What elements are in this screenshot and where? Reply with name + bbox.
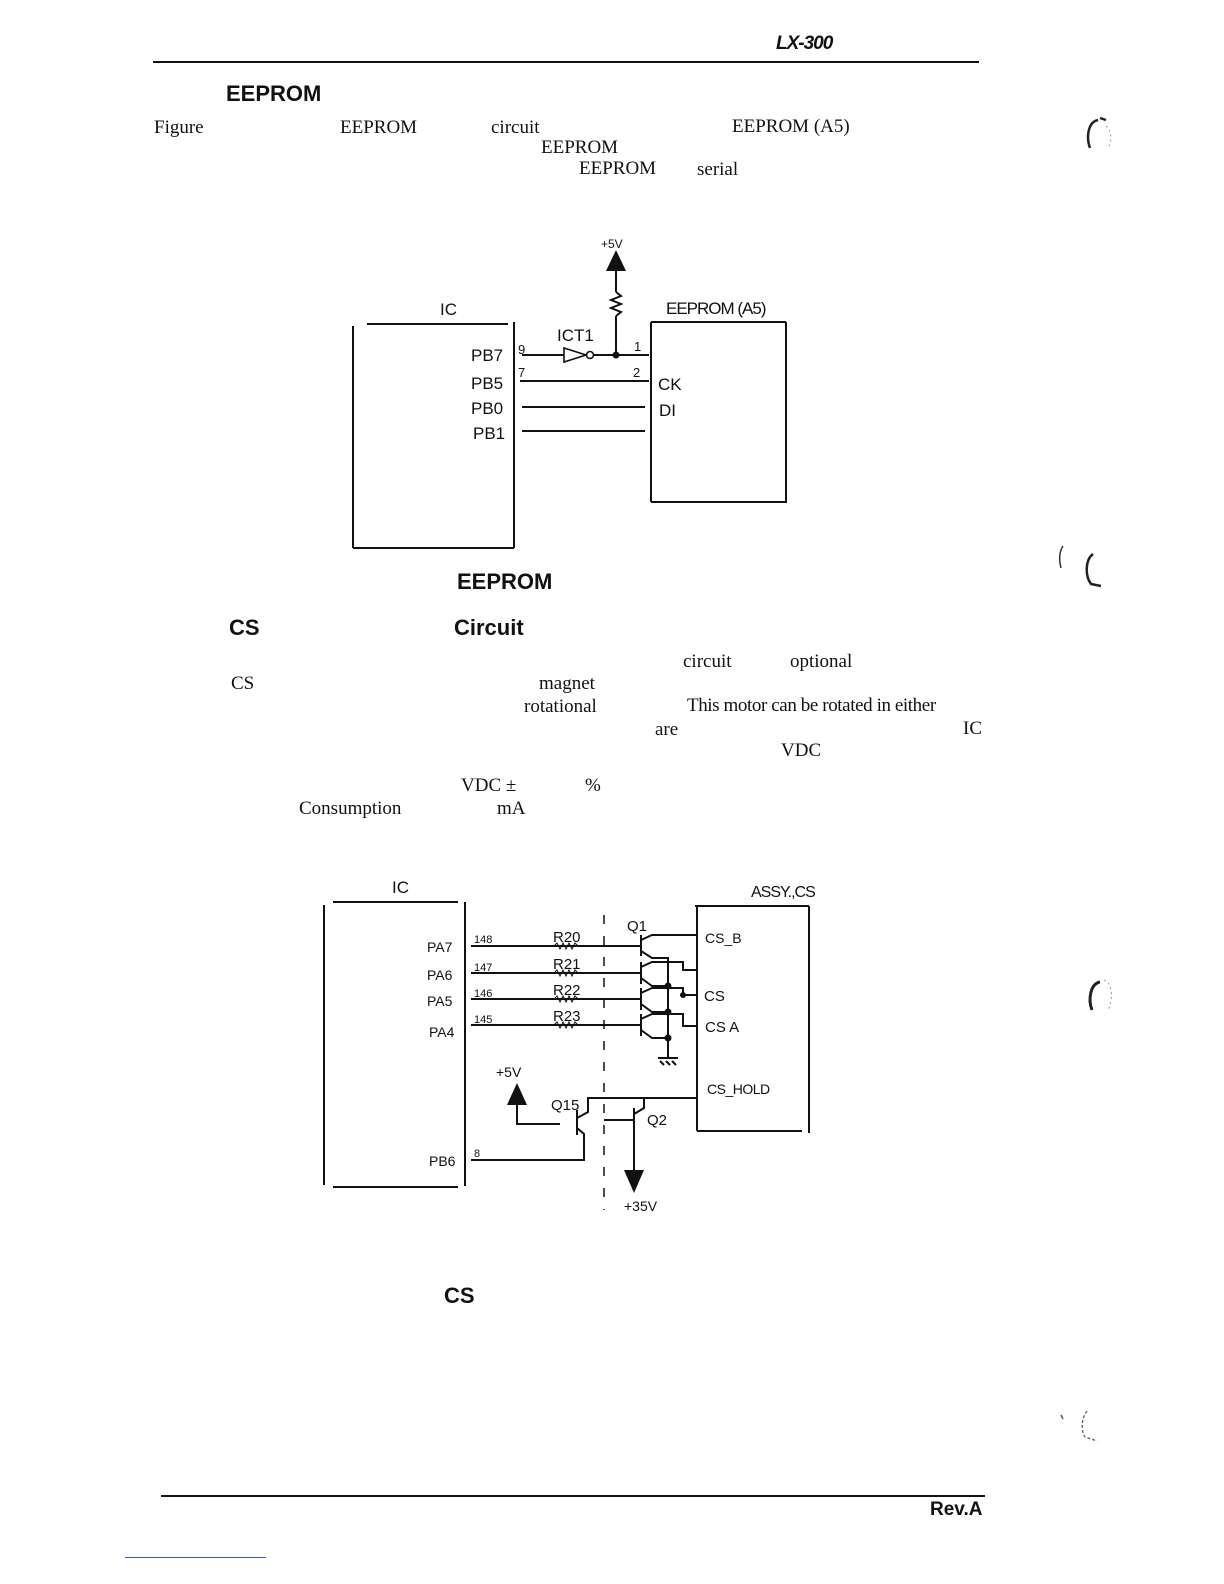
cs-text-cs: CS [231,673,255,694]
fig2-pin-pa4: PA4 [429,1024,455,1040]
cs-text-ic: IC [963,718,982,739]
fig2-resistor-r22: R22 [553,982,581,999]
binding-hole-icon [1088,979,1112,1011]
fig2-resistor-r21: R21 [553,956,581,973]
eeprom-text-figure: Figure [154,117,204,138]
fig2-pin-pb6: PB6 [429,1153,456,1169]
fig2-resistor-r20: R20 [553,929,581,946]
cs-spec-consumption: Consumption [299,798,402,819]
section-heading-eeprom: EEPROM [226,81,322,106]
arrow-down-icon [624,1170,644,1193]
footer-rule [161,1495,985,1497]
section-heading-circuit: Circuit [454,615,524,640]
eeprom-text-a5: EEPROM (A5) [732,116,850,137]
cs-text-magnet: magnet [539,673,595,694]
fig1-pinnum-1: 1 [634,339,641,354]
fig1-pinnum-2: 2 [633,365,640,380]
fig2-v35-label: +35V [624,1198,658,1214]
cs-text-rotated: This motor can be rotated in either [687,695,936,716]
fig2-pinnum-8: 8 [474,1148,480,1160]
cs-text-circuit: circuit [683,651,732,672]
fig2-pin-pa7: PA7 [427,939,453,955]
binding-hole-icon [1086,116,1112,149]
fig2-pinnum-146: 146 [474,988,492,1000]
eeprom-text-eeprom: EEPROM [340,117,418,138]
cs-text-are: are [655,719,679,740]
fig1-eeprom-pin-ck: CK [658,375,682,394]
fig1-pin-pb5: PB5 [471,374,503,393]
fig2-cs-pin-csa: CS A [705,1019,739,1036]
arrow-up-icon [507,1083,527,1105]
fig1-pinnum-9: 9 [518,342,525,357]
fig2-assy-label: ASSY.,CS [751,884,815,901]
fig2-pinnum-148: 148 [474,934,492,946]
fig1-eeprom-label: EEPROM (A5) [666,299,766,318]
fig2-transistor-q2: Q2 [647,1112,667,1129]
section-heading-cs: CS [229,615,260,640]
fig2-pinnum-145: 145 [474,1014,492,1026]
fig2-resistor-r23: R23 [553,1008,581,1025]
fig2-caption: CS [444,1283,475,1308]
footer-rev: Rev.A [930,1499,983,1520]
eeprom-text-circuit: circuit [491,117,540,138]
binding-hole-icon [1060,1410,1098,1442]
fig2-cs-pin-cs: CS [704,988,725,1005]
eeprom-text-eeprom-2: EEPROM [541,137,619,158]
cs-circuit-diagram: IC ASSY.,CS PA7 PA6 PA5 PA4 PB6 148 147 … [323,878,816,1214]
arrow-up-icon [606,250,626,271]
eeprom-text-serial: serial [697,159,739,180]
fig1-v5-label: +5V [601,237,623,251]
cs-spec-ma: mA [497,798,526,819]
fig2-cs-pin-csb: CS_B [705,930,742,946]
fig1-ict1-label: ICT1 [557,326,594,345]
fig2-cs-pin-cshold: CS_HOLD [707,1081,770,1097]
fig1-pin-pb7: PB7 [471,346,503,365]
header-model: LX-300 [776,33,833,54]
cs-spec-vdc: VDC ± [461,775,517,796]
fig2-pin-pa6: PA6 [427,967,453,983]
fig1-pin-pb1: PB1 [473,424,505,443]
fig2-pin-pa5: PA5 [427,993,453,1009]
fig1-ic-label: IC [440,300,457,319]
fig2-transistor-q1: Q1 [627,918,647,935]
header-rule [153,61,979,63]
fig2-ic-label: IC [392,878,409,897]
cs-text-vdc: VDC [781,740,822,761]
eeprom-text-eeprom-3: EEPROM [579,158,657,179]
fig1-pinnum-7: 7 [518,365,525,380]
binding-hole-icon [1058,545,1102,588]
cs-spec-percent: % [585,775,601,796]
fig2-transistor-q15: Q15 [551,1097,579,1114]
cs-text-rotational: rotational [524,696,597,717]
eeprom-circuit-diagram: +5V IC EEPROM (A5) ICT1 PB7 PB5 PB0 PB1 … [352,237,787,549]
fig2-v5-label: +5V [496,1064,522,1080]
fig1-caption: EEPROM [457,569,553,594]
fig2-pinnum-147: 147 [474,962,492,974]
footer-link-underline [125,1557,266,1558]
fig1-eeprom-pin-di: DI [659,401,676,420]
cs-text-optional: optional [790,651,853,672]
fig1-pin-pb0: PB0 [471,399,503,418]
